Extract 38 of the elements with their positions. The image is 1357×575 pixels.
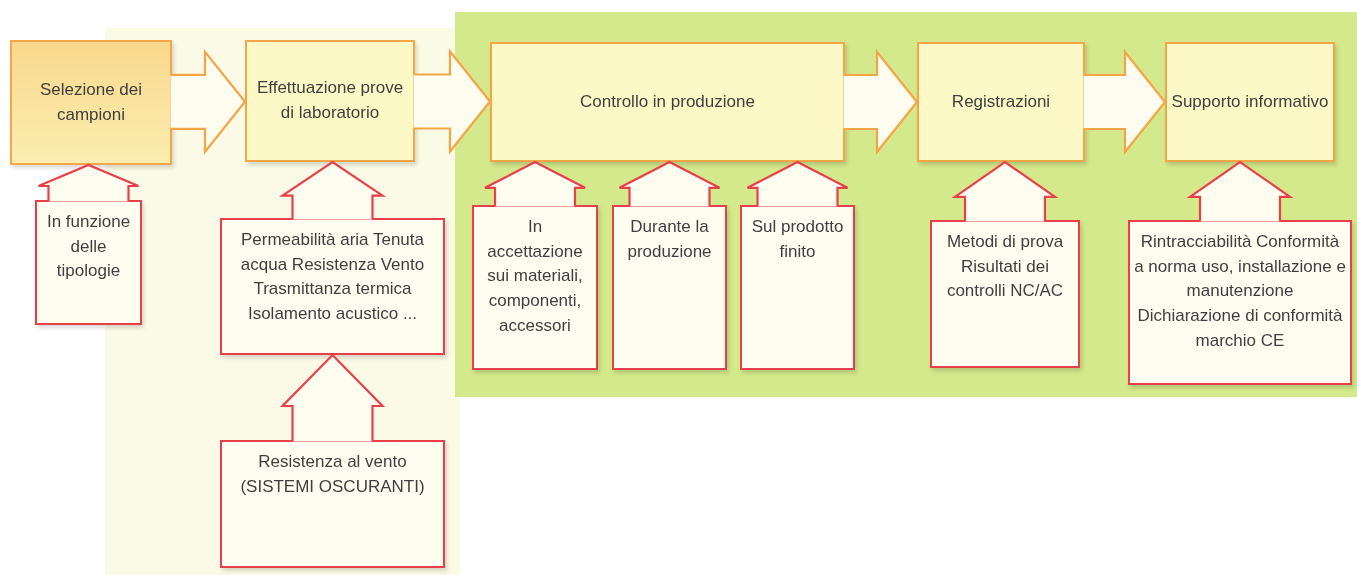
process-box bbox=[245, 40, 415, 162]
block-arrow bbox=[483, 160, 587, 208]
block-arrow bbox=[618, 160, 721, 208]
block-arrow bbox=[37, 163, 140, 203]
block-arrow bbox=[412, 48, 492, 155]
input-box bbox=[35, 200, 142, 325]
block-arrow bbox=[169, 48, 247, 155]
block-arrow bbox=[842, 48, 919, 156]
node-text: Supporto informativo bbox=[1171, 90, 1329, 113]
node-text: Registrazioni bbox=[951, 90, 1051, 113]
input-box bbox=[612, 205, 727, 370]
input-box bbox=[472, 205, 598, 370]
block-arrow bbox=[279, 353, 386, 443]
process-box bbox=[490, 42, 845, 162]
block-arrow bbox=[951, 160, 1059, 223]
node-text: Resistenza al vento (SISTEMI OSCURANTI) bbox=[239, 451, 426, 498]
node-text: In funzione delle tipologie bbox=[45, 211, 132, 283]
process-box bbox=[1165, 42, 1335, 162]
node-text: Controllo in produzione bbox=[580, 90, 755, 113]
node-text: Metodi di prova Risultati dei controlli NC/AC bbox=[945, 231, 1065, 303]
block-arrow bbox=[278, 160, 387, 221]
block-arrow bbox=[1082, 48, 1167, 156]
block-arrow bbox=[1186, 160, 1294, 223]
input-box bbox=[1128, 220, 1352, 385]
input-box bbox=[220, 218, 445, 355]
node-text: Permeabilità aria Tenuta acqua Resistenza Vento Trasmittanza termica Isolamento acustico ... bbox=[239, 229, 426, 325]
node-text: Rintracciabilità Conformità a norma uso, installazione e manutenzione Dichiarazione di conformità marchio CE bbox=[1134, 231, 1346, 352]
input-box bbox=[220, 440, 445, 568]
process-box bbox=[917, 42, 1085, 162]
node-text: Selezione dei campioni bbox=[38, 78, 144, 126]
node-text: Sul prodotto finito bbox=[750, 216, 845, 263]
input-box bbox=[740, 205, 855, 370]
node-text: Effettuazione prove di laboratorio bbox=[255, 77, 405, 124]
node-text: Durante la produzione bbox=[626, 216, 713, 263]
input-box bbox=[930, 220, 1080, 368]
process-box bbox=[10, 40, 172, 165]
node-text: In accettazione sui materiali, componenti, accessori bbox=[486, 216, 584, 337]
block-arrow bbox=[746, 160, 849, 208]
